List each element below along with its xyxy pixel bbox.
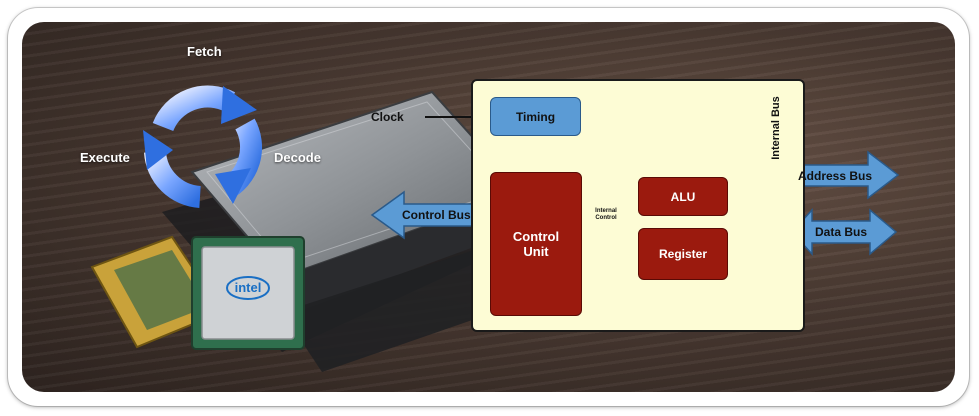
address-bus-label: Address Bus: [798, 169, 873, 183]
clock-label: Clock: [371, 110, 404, 124]
data-bus-arrow: [790, 208, 898, 256]
internal-control-label-line1: Internal: [595, 208, 617, 214]
intel-logo-text: intel: [234, 280, 262, 295]
alu-box: ALU: [638, 177, 728, 216]
control-unit-label-line1: Control: [512, 229, 560, 244]
timing-label: Timing: [515, 109, 556, 124]
alu-label: ALU: [670, 189, 696, 204]
internal-bus-text: Internal Bus: [770, 96, 782, 160]
intel-logo: intel: [225, 274, 271, 302]
cycle-arrows-icon: [143, 85, 262, 208]
control-bus-label: Control Bus: [402, 208, 471, 222]
control-unit-box: Control Unit: [490, 172, 582, 316]
control-unit-label-line2: Unit: [523, 244, 549, 259]
internal-control-label-line2: Control: [595, 215, 617, 221]
execute-label: Execute: [80, 150, 130, 165]
internal-control-label: Internal Control: [586, 208, 626, 222]
internal-bus-label: Internal Bus: [770, 78, 786, 178]
register-label: Register: [658, 247, 708, 261]
decode-label: Decode: [274, 150, 321, 165]
timing-box: Timing: [490, 97, 581, 136]
fetch-label: Fetch: [187, 44, 222, 59]
register-box: Register: [638, 228, 728, 280]
data-bus-label: Data Bus: [815, 225, 868, 239]
